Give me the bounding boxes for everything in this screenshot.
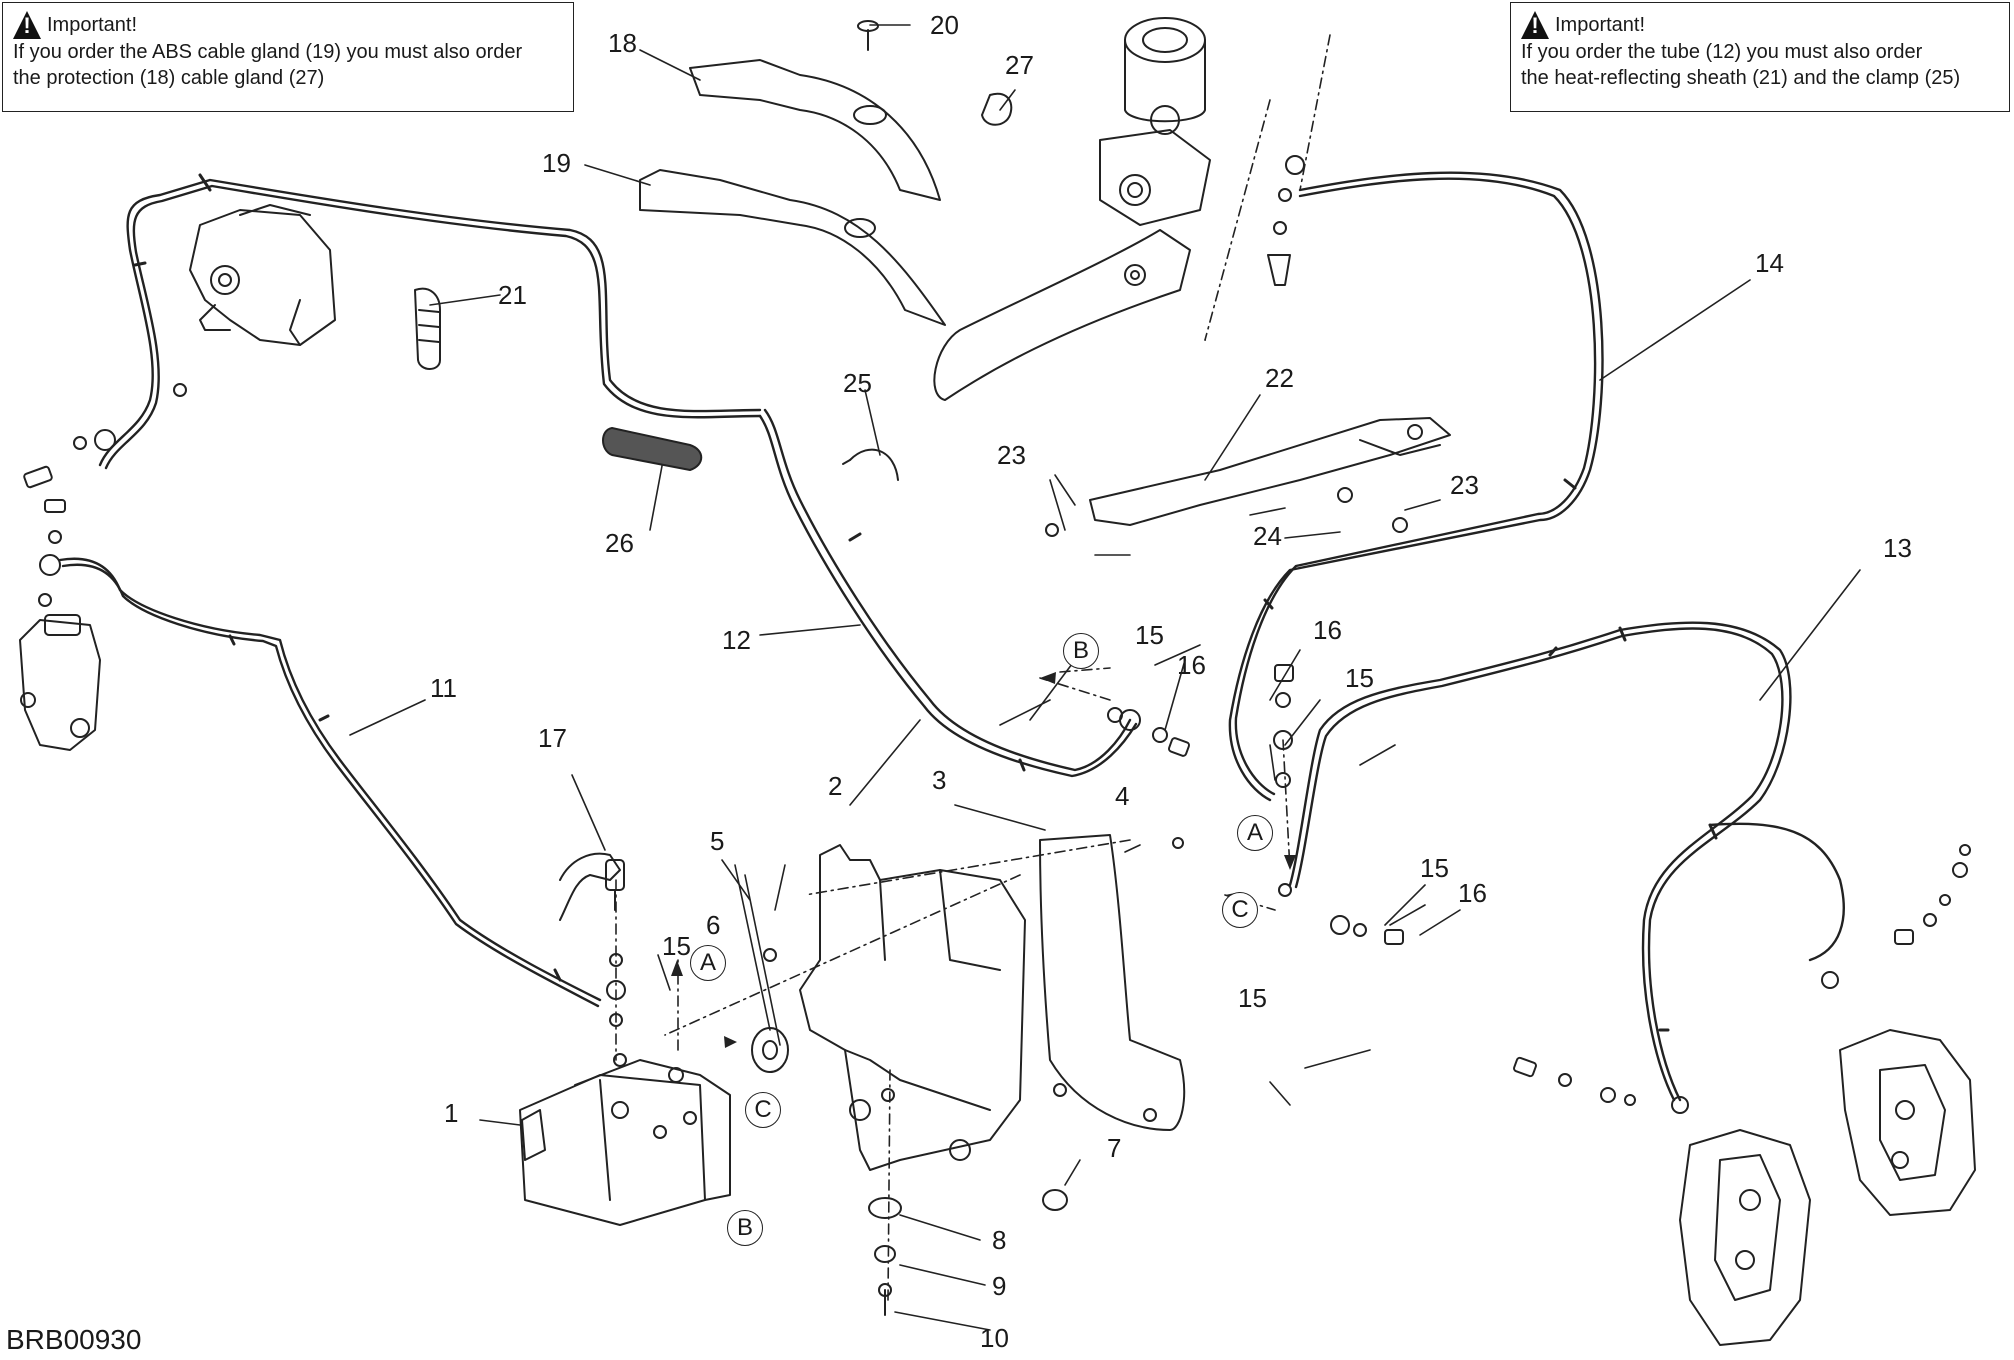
heat-sheath-21 [414,287,441,370]
callout-8: 8 [992,1225,1007,1255]
grommets-and-bolts [751,837,1184,1316]
front-caliper-left [1679,1129,1811,1346]
warning-icon: ! [1521,11,1549,39]
cable-gland-18 [689,59,941,201]
callout-16b: 16 [1313,615,1342,645]
brake-line-12 [758,408,1138,778]
dashed-flow-lines [615,34,1331,1301]
callout-23a: 23 [997,440,1026,470]
callout-21: 21 [498,280,527,310]
callout-16c: 16 [1458,878,1487,908]
notice-line: If you order the ABS cable gland (19) yo… [13,41,523,63]
front-caliper-right [1839,1029,1976,1216]
callout-15e: 15 [1238,983,1267,1013]
brake-line-13 [1288,621,1845,1102]
callout-3: 3 [932,765,947,795]
callout-17: 17 [538,723,567,753]
brake-line-11 [58,557,602,1008]
callout-26: 26 [605,528,634,558]
notice-title: Important! [47,14,138,36]
notice-title: Important! [1555,14,1646,36]
front-master-cylinder [933,17,1211,401]
callout-12: 12 [722,625,751,655]
rear-brake-pump [189,204,336,346]
leader-lines [349,24,1861,1331]
callout-19: 19 [542,148,571,178]
drawing-code: BRB00930 [6,1324,142,1355]
warning-icon: ! [13,11,41,39]
callout-6: 6 [706,910,721,940]
notice-line: the heat-reflecting sheath (21) and the … [1521,67,1961,89]
callout-4: 4 [1115,781,1130,811]
callout-25: 25 [843,368,872,398]
brake-line-upper-left [98,178,762,470]
heat-shield-3 [1039,834,1186,1131]
callout-13: 13 [1883,533,1912,563]
bracket-22 [1089,417,1451,526]
callout-15b: 15 [1345,663,1374,693]
callout-5: 5 [710,826,725,856]
abs-unit [519,1053,731,1226]
banjo-fittings-left [23,383,187,607]
brake-line-14 [1228,171,1604,802]
fitting-marks [133,173,1718,1032]
abs-bracket [799,844,1026,1171]
callout-20: 20 [930,10,959,40]
sensor-17 [559,852,626,1027]
screws-23-24 [1045,487,1408,537]
callout-24: 24 [1253,521,1282,551]
arrow-heads [671,672,1296,1048]
marker-c-right: C [1222,892,1258,928]
banjo-fittings-top-right [1267,155,1305,286]
callout-27: 27 [1005,50,1034,80]
notice-box-abs-cable-gland: ! Important! If you order the ABS cable … [2,2,574,112]
marker-a-left: A [690,945,726,981]
notice-box-tube-sheath: ! Important! If you order the tube (12) … [1510,2,2010,112]
callout-9: 9 [992,1271,1007,1301]
callout-11: 11 [430,673,457,703]
sheath-26 [602,427,703,471]
marker-b-mid: B [1063,633,1099,669]
callout-15a: 15 [1135,620,1164,650]
callout-23b: 23 [1450,470,1479,500]
bleed-screws [1513,844,1971,1114]
cable-gland-19 [639,169,946,326]
notice-line: the protection (18) cable gland (27) [13,67,325,89]
callout-1: 1 [444,1098,459,1128]
callout-15c: 15 [662,931,691,961]
callout-2: 2 [828,771,843,801]
callout-18: 18 [608,28,637,58]
rear-master-cylinder [19,614,101,751]
marker-c-left: C [745,1092,781,1128]
screw-20 [857,20,879,51]
callout-16a: 16 [1177,650,1206,680]
cable-gland-27 [981,92,1013,126]
callout-14: 14 [1755,248,1784,278]
clamp-25 [842,448,899,481]
callout-10: 10 [980,1323,1009,1353]
marker-b-left: B [727,1210,763,1246]
callout-22: 22 [1265,363,1294,393]
callout-7: 7 [1107,1133,1122,1163]
notice-line: If you order the tube (12) you must also… [1521,41,1923,63]
marker-a-right: A [1237,815,1273,851]
callout-15d: 15 [1420,853,1449,883]
banjo-fittings-center [1107,664,1404,945]
